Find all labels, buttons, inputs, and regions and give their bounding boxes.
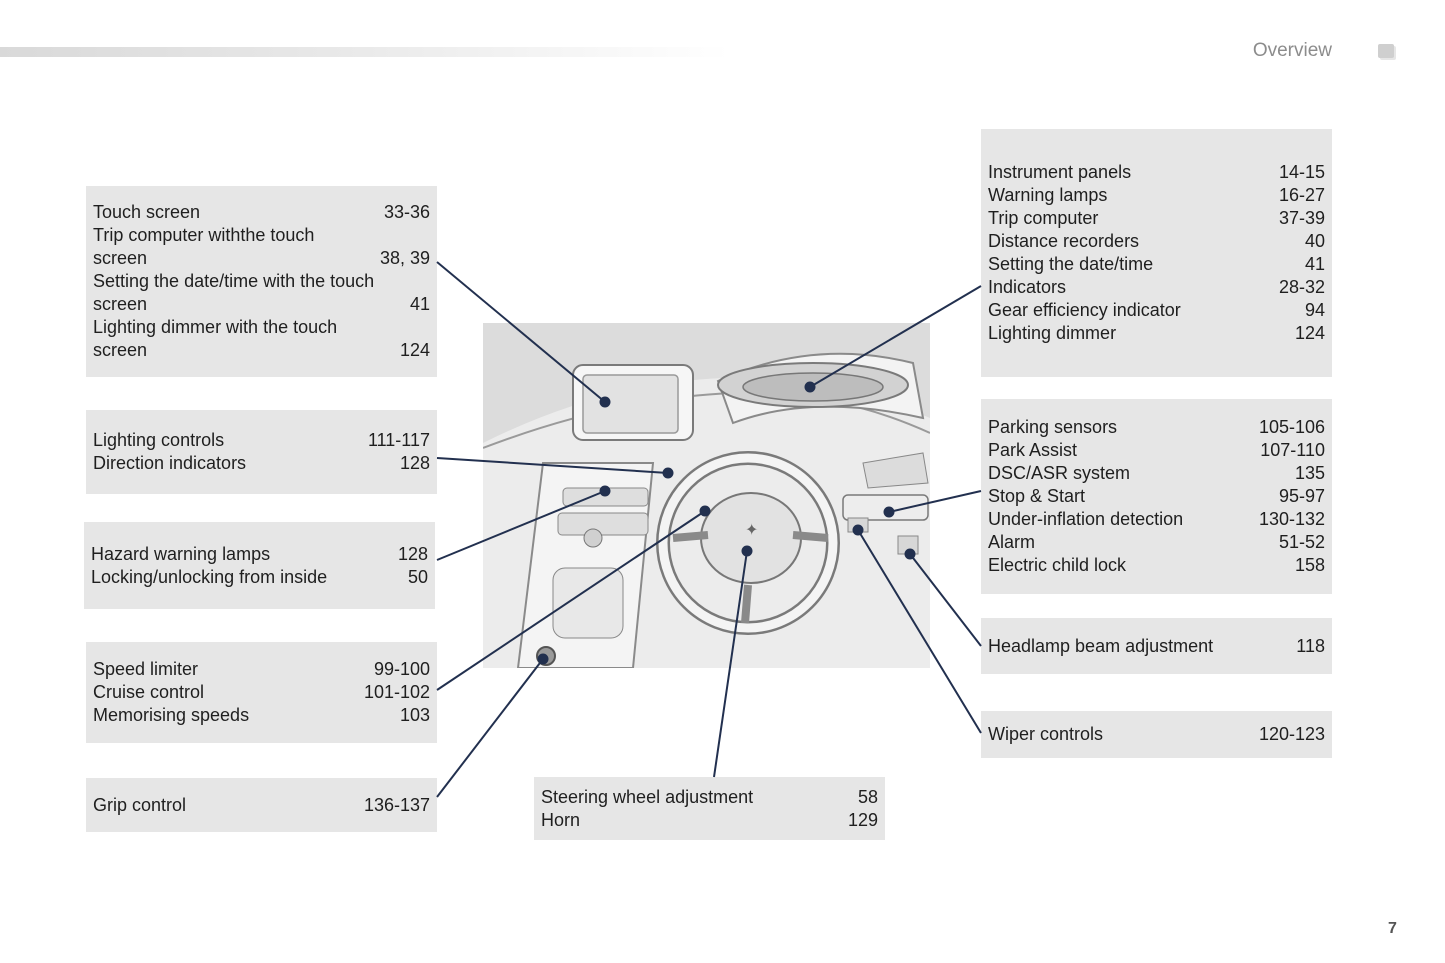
header-rule: [0, 47, 730, 57]
centre-console-drawing: [516, 462, 655, 668]
svg-text:✦: ✦: [745, 520, 758, 539]
section-tab-icon: [1378, 44, 1394, 58]
page-number: 7: [1388, 920, 1397, 937]
entry-date-time-touch: Setting the date/time with the touch scr…: [93, 271, 430, 314]
dashboard-illustration: ✦: [483, 323, 930, 668]
section-title: Overview: [1252, 40, 1332, 61]
touch-screen-drawing: [572, 364, 694, 441]
